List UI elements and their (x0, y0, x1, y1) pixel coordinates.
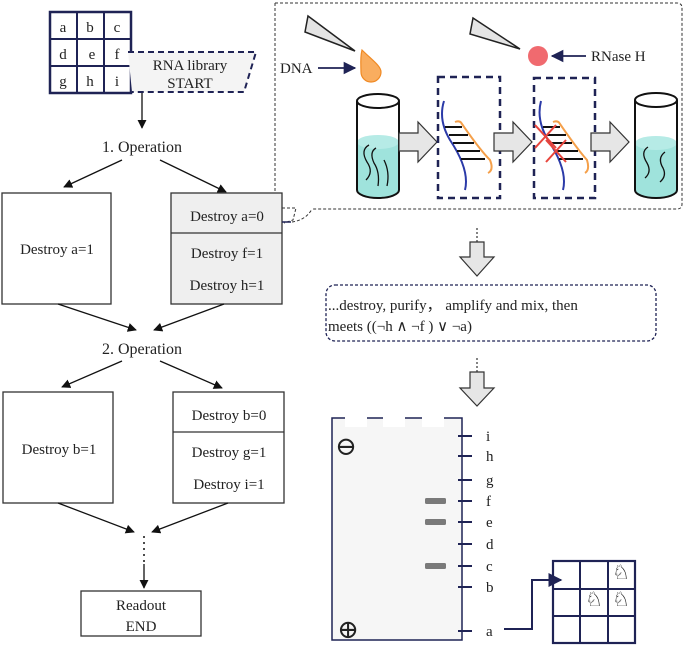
library-cell: g (59, 74, 67, 90)
arrow (57, 303, 137, 332)
down-arrow-1 (458, 241, 496, 277)
pipette-dna (304, 14, 356, 52)
gel-band (425, 498, 446, 504)
dna-label: DNA (280, 61, 313, 77)
library-cell: i (115, 74, 119, 90)
process-panel (274, 2, 683, 224)
arrow (159, 159, 227, 193)
op2-right-line1: Destroy g=1 (192, 445, 267, 461)
op2-right-top-text: Destroy b=0 (192, 408, 267, 424)
library-cell: h (86, 74, 94, 90)
op1-right-top-text: Destroy a=0 (190, 209, 264, 225)
arrow (61, 360, 123, 388)
dna-rna-hybrid-box (436, 75, 502, 200)
op2-left-text: Destroy b=1 (22, 442, 97, 458)
gel-lane-label: d (486, 537, 494, 553)
gel-lane-label: g (486, 473, 494, 489)
op2-right-box: Destroy b=0 Destroy g=1 Destroy i=1 (172, 391, 285, 504)
op1-right-box: Destroy a=0 Destroy f=1 Destroy h=1 (170, 192, 283, 305)
gel-band (425, 563, 446, 569)
knight-icon: ♘ (612, 587, 630, 611)
start-label-line1: RNA library (153, 58, 228, 74)
library-cell: d (59, 47, 67, 63)
library-grid: a b c d e f g h i (48, 10, 133, 95)
summary-line2: meets ((¬h ∧ ¬f ) ∨ ¬a) (328, 319, 472, 335)
end-node: Readout END (80, 590, 202, 637)
knight-icon: ♘ (585, 587, 603, 611)
rnase-label: RNase H (591, 49, 646, 65)
gel-lane-label: f (486, 494, 491, 510)
gel-lane-label: a (486, 624, 493, 640)
library-cell: b (86, 20, 94, 36)
gel-lane-label: b (486, 580, 494, 596)
arrow (159, 360, 223, 389)
arrow (153, 303, 225, 332)
arrow (151, 502, 229, 534)
flow-arrow-1 (398, 120, 438, 164)
rnase-h-icon (528, 46, 548, 66)
cleaved-hybrid-box (532, 76, 597, 200)
library-cell: e (89, 47, 96, 63)
start-node: RNA library START (128, 51, 258, 93)
op1-left-text: Destroy a=1 (20, 242, 94, 258)
gel-band (425, 519, 446, 525)
gel-lane-label: i (486, 429, 490, 445)
library-cell: c (114, 20, 121, 36)
end-label-line2: END (126, 619, 157, 635)
op1-left-box: Destroy a=1 (1, 192, 112, 305)
down-arrow-2 (458, 371, 496, 407)
test-tube-start (356, 93, 400, 199)
flow-arrow-3 (590, 120, 630, 164)
cleavage-cross-icon (534, 124, 567, 163)
op2-right-line2: Destroy i=1 (193, 477, 264, 493)
flow-arrow-2 (493, 120, 533, 164)
summary-box: ...destroy, purify， amplify and mix, the… (325, 284, 657, 342)
operation1-title: 1. Operation (102, 139, 182, 156)
pipette-rnase (469, 16, 521, 50)
library-cell: a (60, 20, 67, 36)
gel-lane-label: c (486, 559, 493, 575)
start-label-line2: START (167, 76, 212, 92)
arrow (57, 502, 135, 534)
negative-electrode-icon: ⊖ (335, 432, 357, 461)
test-tube-end (634, 92, 678, 199)
op1-right-line2: Destroy h=1 (190, 278, 265, 294)
op1-right-line1: Destroy f=1 (191, 246, 263, 262)
gel-lane-label: e (486, 515, 493, 531)
gel-lane-label: h (486, 449, 494, 465)
lane-a-to-grid-arrow (504, 573, 563, 630)
end-label-line1: Readout (116, 598, 167, 614)
dna-drop-icon (360, 48, 382, 83)
positive-electrode-icon: ⊕ (337, 615, 359, 644)
operation2-title: 2. Operation (102, 341, 182, 358)
library-cell: f (115, 47, 120, 63)
knight-icon: ♘ (612, 560, 630, 584)
op2-left-box: Destroy b=1 (2, 391, 114, 504)
result-grid: ♘ ♘ ♘ (551, 559, 637, 645)
arrow (63, 159, 123, 188)
summary-line1: ...destroy, purify， amplify and mix, the… (328, 298, 578, 314)
